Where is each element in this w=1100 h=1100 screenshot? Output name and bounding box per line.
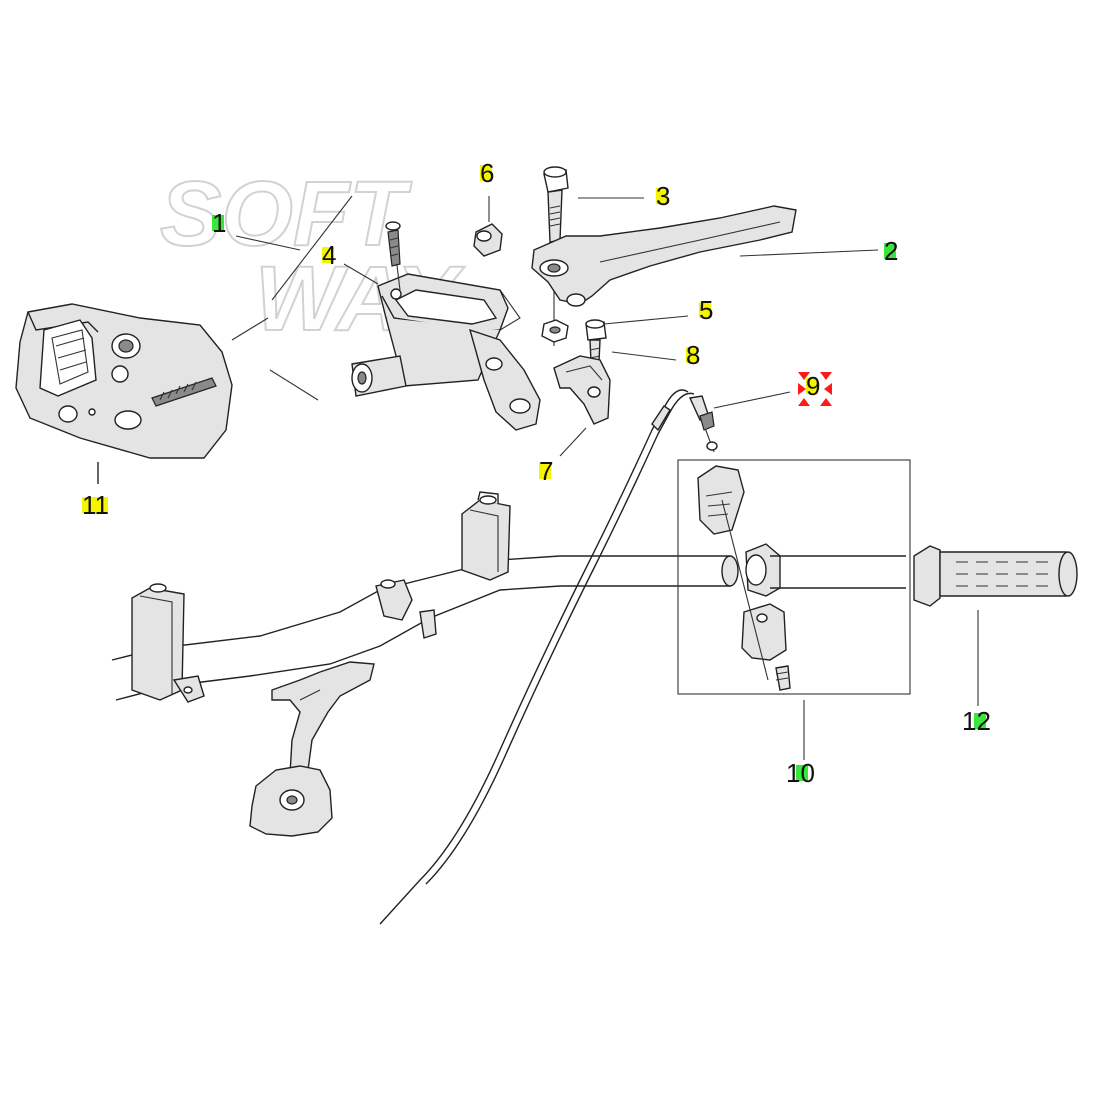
- switch-housing-part[interactable]: [15, 303, 233, 459]
- callout-label: 2: [884, 236, 899, 266]
- callout-label: 6: [480, 158, 495, 188]
- throttle-assembly-part[interactable]: [677, 459, 911, 695]
- callout-label: 10: [786, 758, 815, 788]
- callout-label: 11: [82, 490, 109, 520]
- callout-7[interactable]: 7: [539, 458, 553, 484]
- callout-marker-green: [212, 215, 224, 231]
- callout-marker-green: [796, 765, 808, 781]
- cap-part[interactable]: [473, 223, 503, 257]
- pivot-bolt-part[interactable]: [543, 166, 569, 243]
- callout-8[interactable]: 8: [686, 342, 700, 368]
- callout-3[interactable]: 3: [656, 183, 670, 209]
- callout-2[interactable]: 2: [884, 238, 898, 264]
- callout-marker-yellow: [480, 165, 492, 181]
- callout-10[interactable]: 10: [786, 760, 815, 786]
- nut-part[interactable]: [541, 319, 569, 343]
- callout-marker-yellow: [656, 188, 668, 204]
- callout-marker-yellow: [699, 302, 711, 318]
- callout-marker-yellow: [82, 497, 108, 513]
- callout-marker-yellow: [686, 347, 698, 363]
- callout-marker-green: [974, 713, 986, 729]
- callout-12[interactable]: 12: [962, 708, 991, 734]
- throttle-cable-part[interactable]: [379, 389, 718, 925]
- callout-11[interactable]: 11: [82, 492, 109, 518]
- clamp-part[interactable]: [553, 355, 611, 425]
- callout-label: 7: [539, 456, 554, 486]
- watermark-line1: SOFT: [160, 163, 412, 265]
- callout-1[interactable]: 1: [212, 210, 226, 236]
- callout-marker-yellow: [322, 247, 334, 263]
- callout-marker-yellow: [806, 378, 818, 394]
- callout-9[interactable]: 9: [806, 373, 820, 399]
- grip-part[interactable]: [913, 545, 1078, 607]
- brake-lever-part[interactable]: [531, 205, 797, 307]
- callout-label: 4: [322, 240, 337, 270]
- callout-4[interactable]: 4: [322, 242, 336, 268]
- callout-marker-yellow: [539, 463, 551, 479]
- handlebar-part[interactable]: [111, 491, 739, 837]
- callout-label: 8: [686, 340, 701, 370]
- callout-label: 1: [212, 208, 227, 238]
- master-cylinder-part[interactable]: [351, 221, 541, 431]
- callout-label: 3: [656, 181, 671, 211]
- callout-label: 5: [699, 295, 714, 325]
- callout-label: 9: [806, 371, 821, 401]
- crosshair-arrows-icon[interactable]: [798, 372, 832, 406]
- callout-6[interactable]: 6: [480, 160, 494, 186]
- callout-label: 12: [962, 706, 991, 736]
- callout-5[interactable]: 5: [699, 297, 713, 323]
- selected-marker-svg: [798, 372, 832, 406]
- callout-marker-green: [884, 243, 896, 259]
